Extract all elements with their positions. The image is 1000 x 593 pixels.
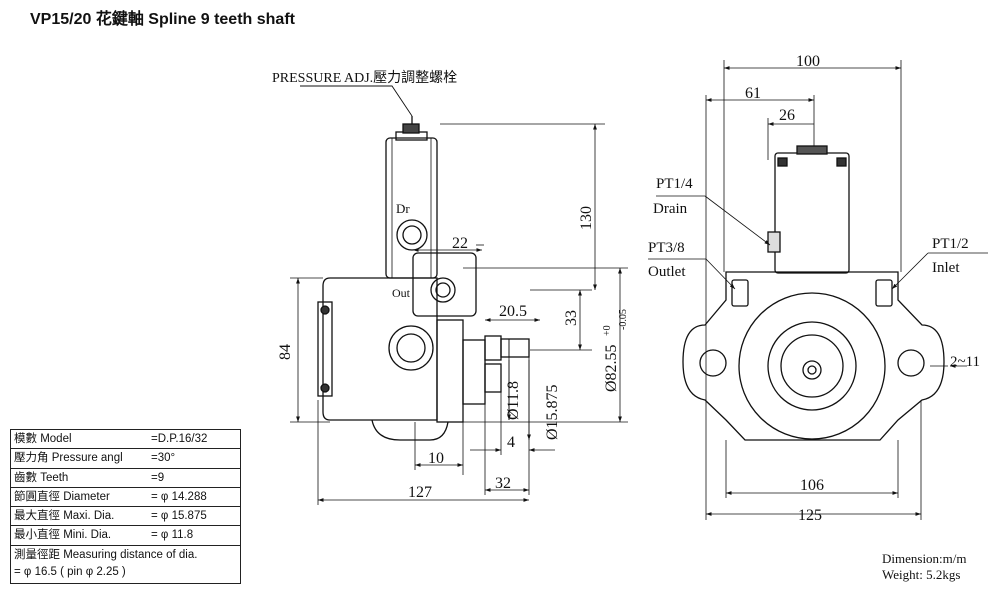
dim-26: 26 [779,107,795,124]
spline-spec-table: 模數 Model =D.P.16/32 壓力角 Pressure angl =30°… [10,429,241,584]
spec-value: =9 [151,471,165,484]
spec-row-model: 模數 Model =D.P.16/32 [11,430,240,450]
measuring-label: 測量徑距 Measuring distance of dia. [14,548,198,561]
inlet-label: Inlet [932,260,960,276]
spec-row-max-dia: 最大直徑 Maxi. Dia. = φ 15.875 [11,507,240,527]
flange-pilot-circle [738,292,886,440]
dim-130: 130 [578,206,595,230]
drain-label: Drain [653,201,688,217]
measuring-value: = φ 16.5 ( pin φ 2.25 ) [14,565,126,578]
dim-33: 33 [563,310,580,326]
dim-82-55-upper-tol: +0 [602,325,613,336]
spec-value: = φ 15.875 [151,510,207,523]
mounting-flange [436,319,464,423]
spec-label: 模數 Model [14,433,72,445]
outlet-label: Outlet [648,264,686,280]
spec-row-teeth: 齒數 Teeth =9 [11,469,240,488]
body-foot [371,419,449,441]
pressure-adjuster-body [385,137,438,279]
adjuster-housing [774,152,850,274]
dimension-unit: Dimension:m/m [882,551,967,566]
inlet-boss [875,279,893,307]
shaft-end [802,360,822,380]
dim-84: 84 [277,344,294,360]
outlet-port-size: PT3/8 [648,240,685,256]
dim-82-55: Ø82.55 [603,344,620,392]
dim-82-55-lower-tol: -0.05 [618,309,629,330]
dim-4: 4 [507,434,515,451]
dim-100: 100 [796,53,820,70]
spec-row-diameter: 節圓直徑 Diameter = φ 14.288 [11,488,240,508]
front-dimensions [648,60,988,520]
drawing-footer: Dimension:m/m Weight: 5.2kgs [882,551,967,583]
drawing-title: VP15/20 花鍵軸 Spline 9 teeth shaft [30,11,295,28]
dim-20-5: 20.5 [499,303,527,320]
dim-2-11: 2~11 [950,354,980,370]
spec-value: = φ 14.288 [151,490,207,503]
inlet-port [388,325,434,371]
inlet-port-size: PT1/2 [932,236,969,252]
inner-ring [767,321,857,411]
outlet-port [430,277,456,303]
dim-127: 127 [408,484,432,501]
dim-15-875: Ø15.875 [544,384,561,440]
spec-value: =30° [151,452,176,465]
mounting-slot-right [897,349,925,377]
dim-32: 32 [495,475,511,492]
pilot-boss [462,339,486,405]
outlet-block [412,252,477,317]
outlet-boss [731,279,749,307]
dim-10: 10 [428,450,444,467]
weight: Weight: 5.2kgs [882,567,961,582]
spec-value: = φ 11.8 [151,529,194,542]
mounting-slot-left [699,349,727,377]
pressure-adj-label: PRESSURE ADJ.壓力調整螺栓 [272,70,457,86]
spec-label: 壓力角 Pressure angl [14,452,123,465]
spec-label: 齒數 Teeth [14,471,69,484]
front-view [682,145,945,441]
dim-61: 61 [745,85,761,102]
dim-106: 106 [800,477,824,494]
spec-row-measuring: 測量徑距 Measuring distance of dia. = φ 16.5… [11,546,240,583]
adjuster-nut-front [796,145,828,155]
shaft-seal [780,334,844,398]
spec-label: 最大直徑 Maxi. Dia. [14,510,115,523]
dr-label: Dr [396,201,410,216]
spec-row-pressure-angle: 壓力角 Pressure angl =30° [11,449,240,469]
spec-row-min-dia: 最小直徑 Mini. Dia. = φ 11.8 [11,526,240,546]
drain-port-size: PT1/4 [656,176,693,192]
front-flange [682,271,945,441]
side-view [317,116,530,441]
dim-125: 125 [798,507,822,524]
drain-fitting [767,231,781,253]
front-labels: 100 61 26 PT1/4 Drain PT3/8 Outlet PT1/2… [648,53,980,524]
side-dimensions [290,85,628,505]
bolt-head-top [320,305,330,315]
drain-port [396,219,428,251]
out-label: Out [392,286,411,300]
side-plate [317,301,333,397]
spec-label: 節圓直徑 Diameter [14,490,110,503]
dim-22: 22 [452,235,468,252]
spline-shaft [500,338,530,358]
bolt-head-bottom [320,383,330,393]
dim-11-8: Ø11.8 [505,381,522,420]
spec-label: 最小直徑 Mini. Dia. [14,529,112,542]
side-labels: PRESSURE ADJ.壓力調整螺栓 Dr Out 22 20.5 130 3… [272,70,629,501]
adjuster-nut [402,123,420,134]
pump-body [322,277,438,421]
spec-value: =D.P.16/32 [151,433,208,445]
